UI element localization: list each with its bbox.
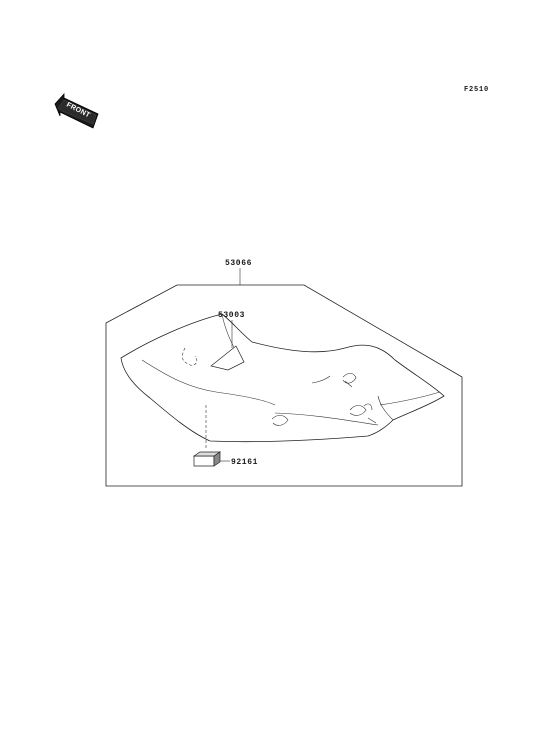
seat-illustration [120, 313, 445, 443]
damper-block [192, 451, 222, 467]
part-label-seat-assembly: 53066 [225, 259, 252, 268]
part-label-damper: 92161 [231, 458, 258, 467]
front-direction-arrow-icon: FRONT [54, 92, 99, 129]
part-label-seat-cover: 53003 [218, 311, 245, 320]
seat-cover-piece [210, 345, 245, 371]
assembly-boundary [105, 284, 463, 487]
figure-code: F2510 [464, 86, 489, 94]
